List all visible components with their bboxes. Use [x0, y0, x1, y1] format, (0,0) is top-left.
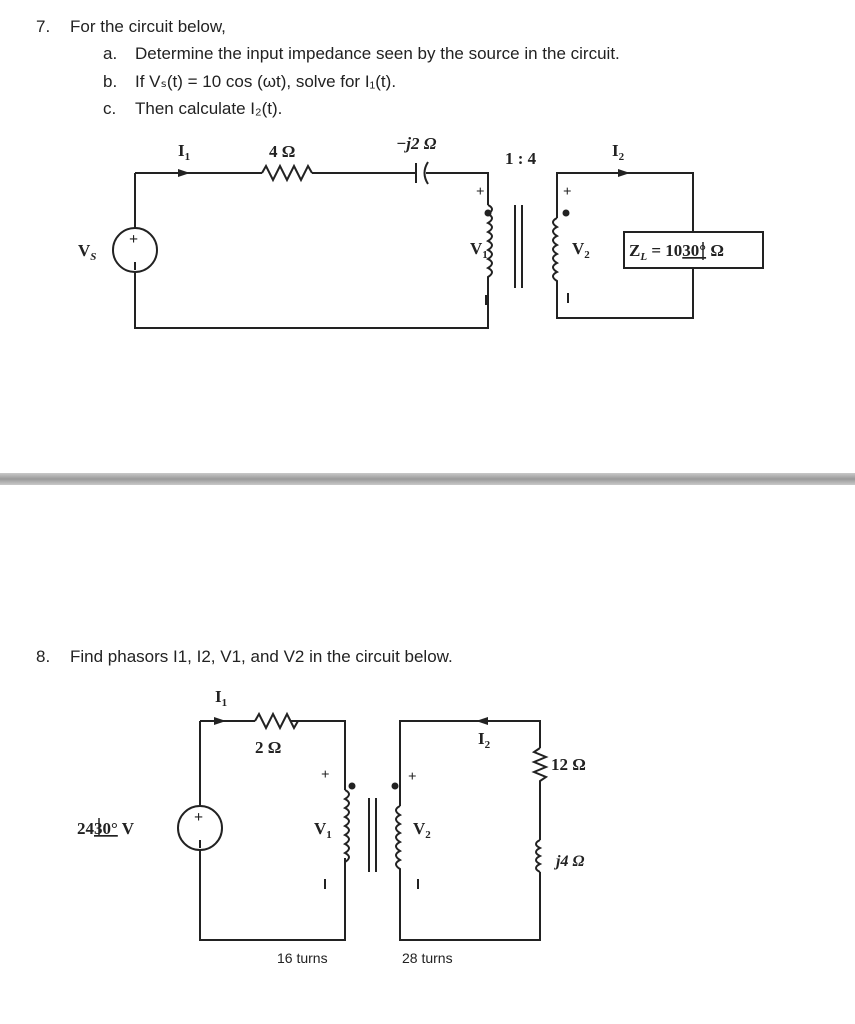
- q7-current2-label: I2: [612, 141, 625, 163]
- q8-current2-label: I2: [478, 729, 491, 751]
- q7-capacitor-plate-2: [423, 161, 429, 185]
- q7-source-plus: +: [129, 231, 138, 248]
- q8-v2-label: V2: [413, 819, 431, 841]
- q7-current1-arrow: [178, 169, 190, 177]
- q8-v2-plus: +: [408, 769, 417, 785]
- q7-current1-label: I1: [178, 141, 190, 163]
- q8-current1-label: I1: [215, 687, 227, 709]
- q7-part-b-text: If Vₛ(t) = 10 cos (ωt), solve for I₁(t).: [135, 72, 397, 91]
- q7-primary-coil: [485, 204, 493, 278]
- q8-dot-primary: [348, 782, 356, 790]
- q8-secondary-coil: [395, 805, 541, 941]
- q8-wire-top-right: [291, 720, 346, 790]
- q7-resistor-label: 4 Ω: [269, 142, 295, 161]
- q7-circuit-diagram: + + + VS I1 4 Ω −j2 Ω 1 : 4 I2 V1 V2 ZL …: [78, 134, 764, 329]
- q8-resistor-label: 2 Ω: [255, 738, 281, 757]
- q8-turns-secondary: 28 turns: [402, 950, 453, 966]
- q7-prompt: For the circuit below,: [70, 17, 226, 36]
- q7-part-b-label: b.: [103, 72, 118, 91]
- q7-wire-top-right: [426, 172, 489, 205]
- q7-ratio-label: 1 : 4: [505, 149, 537, 168]
- q8-load-x-label: j4 Ω: [553, 853, 584, 870]
- q7-wire-left-lower: [134, 272, 489, 329]
- q8-load-inductor-j4ohm: [535, 839, 543, 873]
- q7-dot-secondary: [562, 209, 570, 217]
- q8-dot-secondary: [391, 782, 399, 790]
- q7-load-box: [623, 231, 764, 269]
- q8-resistor-2ohm: [254, 711, 299, 731]
- q7-current2-arrow: [618, 169, 630, 177]
- q7-part-c-text: Then calculate I₂(t).: [135, 99, 283, 118]
- q7-v1-plus: +: [476, 184, 485, 200]
- q7-part-c-label: c.: [103, 99, 117, 118]
- q8-load-resistor-12ohm: [531, 747, 549, 840]
- q8-load-r-label: 12 Ω: [551, 755, 586, 774]
- q8-turns-primary: 16 turns: [277, 950, 328, 966]
- q7-source-label: VS: [78, 241, 96, 263]
- q8-wire-left-lower: [199, 850, 346, 941]
- q8-current1-arrow: [214, 717, 226, 725]
- q8-source-plus: +: [194, 809, 203, 826]
- q7-capacitor-label: −j2 Ω: [396, 134, 437, 153]
- q8-voltage-source: [177, 805, 223, 851]
- q7-part-a-text: Determine the input impedance seen by th…: [135, 44, 620, 63]
- q7-part-a-label: a.: [103, 44, 118, 63]
- q7-secondary-coil: [552, 217, 694, 319]
- q8-prompt: Find phasors I1, I2, V1, and V2 in the c…: [70, 647, 453, 666]
- q8-number: 8.: [36, 647, 51, 666]
- q7-number: 7.: [36, 17, 51, 36]
- q8-primary-coil: [342, 789, 350, 864]
- q8-current2-arrow: [476, 717, 488, 725]
- q8-wire-secondary-top: [399, 720, 541, 806]
- q8-v1-label: V1: [314, 819, 332, 841]
- q7-resistor-4ohm: [261, 163, 313, 183]
- section-divider: [0, 473, 855, 485]
- q7-voltage-source: [112, 227, 158, 273]
- q7-load-label: ZL = 1030° Ω: [629, 241, 724, 263]
- q7-v2-plus: +: [563, 184, 572, 200]
- q8-v1-plus: +: [321, 767, 330, 783]
- q8-source-label: 2430° V: [77, 819, 135, 838]
- q7-dot-primary: [484, 209, 492, 217]
- q7-v1-label: V1: [470, 239, 488, 261]
- q7-v2-label: V2: [572, 239, 590, 261]
